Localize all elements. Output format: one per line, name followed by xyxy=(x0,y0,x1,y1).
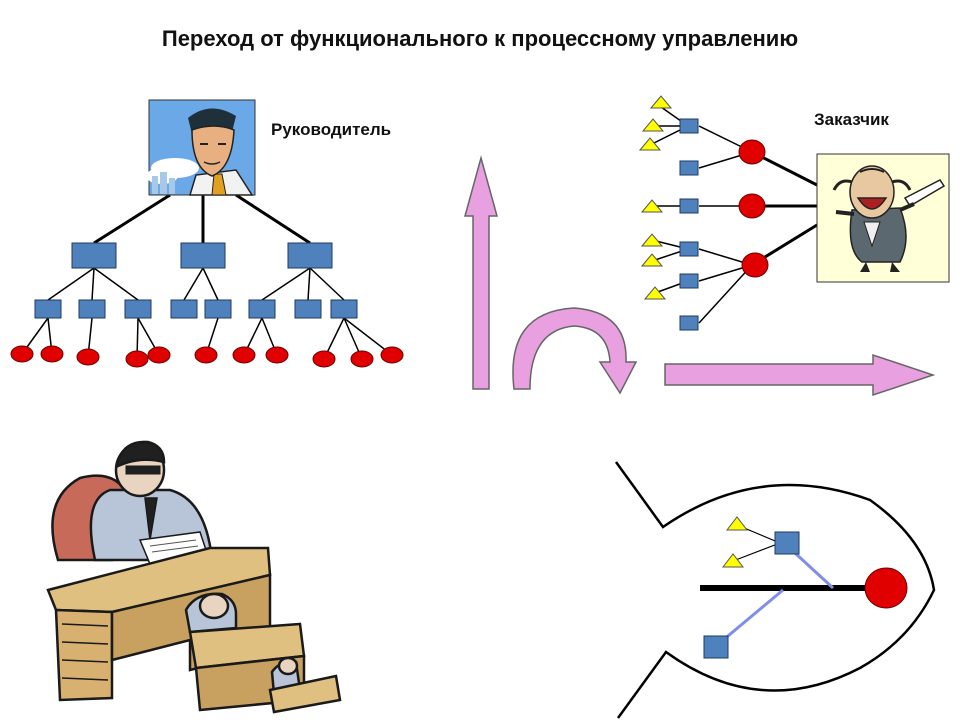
laughing-man-icon xyxy=(816,153,950,283)
businessman-portrait-icon xyxy=(146,99,256,196)
manager-label: Руководитель xyxy=(271,120,392,139)
customer-label: Заказчик xyxy=(814,110,889,129)
fishbone-diagram xyxy=(614,461,936,719)
bureaucrat-desk-icon xyxy=(46,440,342,714)
transition-arrows xyxy=(464,155,936,397)
functional-hierarchy xyxy=(93,193,311,245)
slide-title: Переход от функционального к процессному… xyxy=(161,26,799,51)
process-network xyxy=(638,95,950,331)
right-arrow-icon xyxy=(664,353,936,397)
up-arrow-icon xyxy=(464,155,498,390)
cycle-arrow-icon xyxy=(512,307,638,395)
